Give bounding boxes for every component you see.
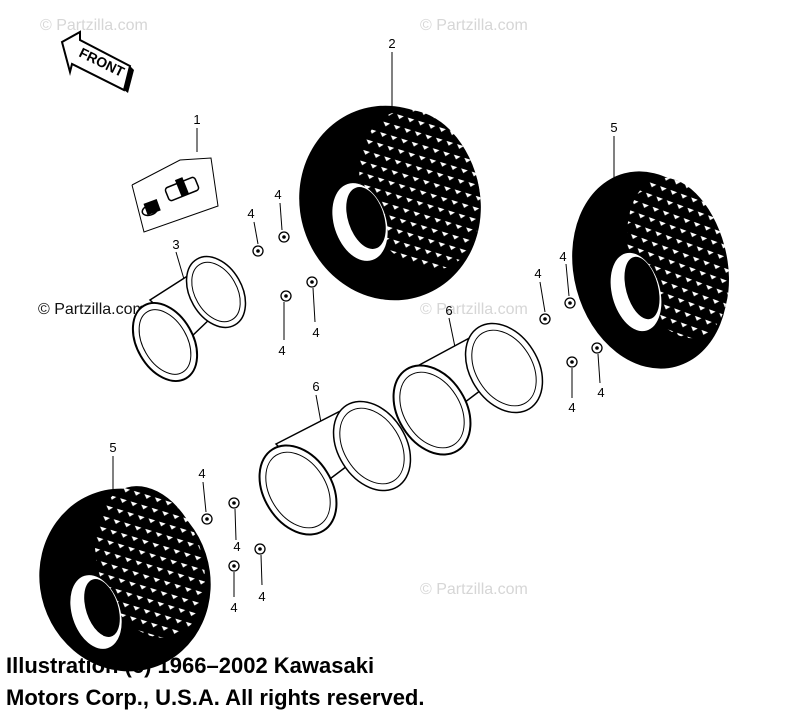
- rim-left: [131, 251, 247, 382]
- rim-center-right: [392, 317, 544, 456]
- callout-nut: 4: [559, 249, 566, 264]
- callout-tire-rear-left: 2: [388, 36, 395, 51]
- copyright-line-1: Illustration (c) 1966–2002 Kawasaki: [6, 653, 375, 678]
- front-arrow-icon: FRONT: [60, 30, 134, 93]
- tire-rear-left: [299, 52, 481, 301]
- callout-rim-left: 3: [172, 237, 179, 252]
- rim-center-left: [258, 394, 412, 536]
- callout-nut: 4: [278, 343, 285, 358]
- callout-rim-center-left: 6: [312, 379, 319, 394]
- copyright-line-2: Motors Corp., U.S.A. All rights reserved…: [6, 685, 425, 710]
- watermark-top-left: © Partzilla.com: [40, 17, 148, 34]
- callout-tire-front-left: 5: [109, 440, 116, 455]
- watermark-mid-left: © Partzilla.com: [38, 301, 146, 318]
- callout-nut: 4: [597, 385, 604, 400]
- nuts-group-left-upper: [252, 202, 318, 340]
- callout-nut: 4: [568, 400, 575, 415]
- watermark-bottom-right: © Partzilla.com: [420, 581, 528, 598]
- nuts-group-left-lower: [201, 481, 266, 597]
- callout-nut: 4: [258, 589, 265, 604]
- valve-stem: [131, 128, 219, 233]
- callout-valve: 1: [193, 112, 200, 127]
- watermark-top-right: © Partzilla.com: [420, 17, 528, 34]
- callout-nut: 4: [230, 600, 237, 615]
- callout-nut: 4: [198, 466, 205, 481]
- callout-tire-right: 5: [610, 120, 617, 135]
- nuts-group-right: [539, 263, 603, 398]
- copyright-notice: Illustration (c) 1966–2002 Kawasaki Moto…: [6, 650, 626, 714]
- callout-nut: 4: [312, 325, 319, 340]
- callout-nut: 4: [247, 206, 254, 221]
- callout-nut: 4: [233, 539, 240, 554]
- callout-nut: 4: [274, 187, 281, 202]
- callout-rim-center-right: 6: [445, 303, 452, 318]
- watermark-mid-right: © Partzilla.com: [420, 301, 528, 318]
- tire-front-left: [39, 456, 211, 672]
- tire-right: [572, 136, 729, 369]
- callout-nut: 4: [534, 266, 541, 281]
